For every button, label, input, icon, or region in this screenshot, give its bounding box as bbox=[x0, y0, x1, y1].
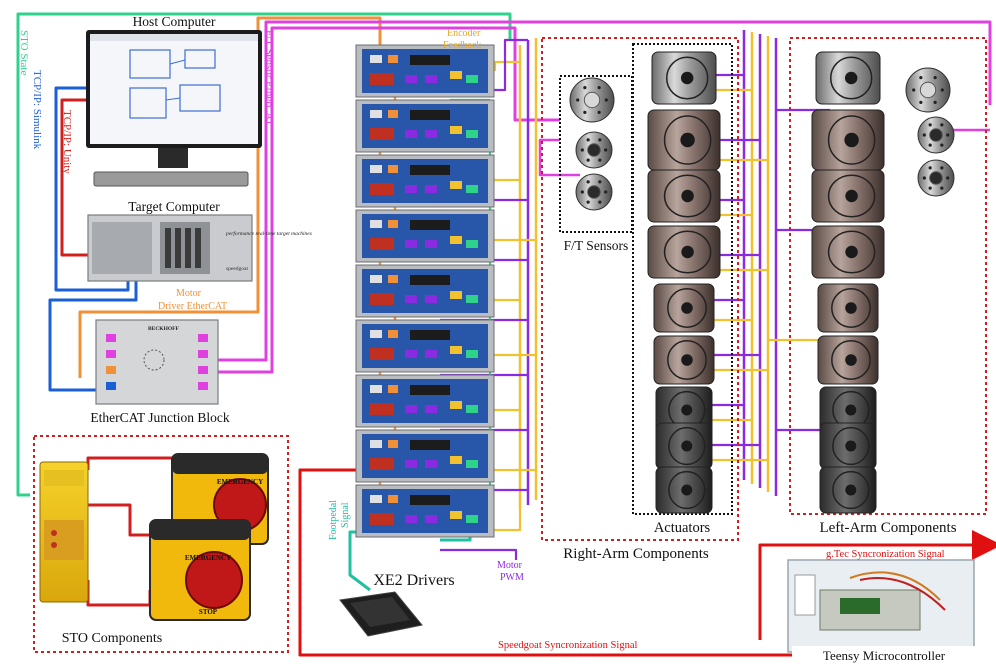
actuator bbox=[654, 336, 714, 384]
actuator bbox=[654, 284, 714, 332]
feedback-label: Feedback bbox=[443, 40, 481, 51]
actuator bbox=[818, 336, 878, 384]
xe2-drivers-label: XE2 Drivers bbox=[373, 572, 454, 589]
monitor-screen bbox=[90, 34, 258, 144]
xe2-driver-unit bbox=[356, 210, 494, 262]
encoder-label: Encoder bbox=[447, 28, 481, 39]
ft-sensor bbox=[918, 160, 954, 196]
actuator bbox=[812, 110, 884, 170]
xe2-driver-unit bbox=[356, 265, 494, 317]
sto-red-wire-2 bbox=[88, 505, 158, 535]
actuator bbox=[648, 110, 720, 170]
speedgoat-logo: speedgoat bbox=[226, 266, 248, 272]
actuator bbox=[656, 467, 712, 513]
sto-red-wire-3 bbox=[88, 580, 150, 605]
sto-components-label: STO Components bbox=[62, 631, 162, 646]
xe2-driver-unit bbox=[356, 320, 494, 372]
ft-sensors-left bbox=[906, 68, 954, 196]
ft-sensor bbox=[576, 132, 612, 168]
target-computer: performance real-time target machines sp… bbox=[88, 199, 312, 281]
xe2-driver-unit bbox=[356, 375, 494, 427]
keyboard bbox=[94, 172, 248, 186]
actuator bbox=[652, 52, 716, 104]
xe2-driver-unit bbox=[356, 485, 494, 537]
footpedal-signal-label: Signal bbox=[340, 502, 351, 528]
actuator bbox=[818, 284, 878, 332]
junction-box bbox=[96, 320, 218, 404]
host-computer: Host Computer bbox=[86, 14, 262, 186]
teensy-label: Teensy Microcontroller bbox=[823, 648, 946, 663]
motor-pwm-label: Motor bbox=[497, 560, 523, 571]
actuators-left bbox=[812, 52, 884, 513]
motor-driver-label: Motor bbox=[176, 288, 202, 299]
xe2-driver-unit bbox=[356, 45, 494, 97]
ft-ethercat-label: F/T Sensor EtherCAT bbox=[263, 30, 275, 126]
xe2-driver-unit bbox=[356, 100, 494, 152]
sto-state-label: STO State bbox=[18, 30, 30, 75]
actuator bbox=[812, 226, 884, 278]
ft-sensor bbox=[570, 78, 614, 122]
speedgoat-sync-label: Speedgoat Syncronization Signal bbox=[498, 640, 637, 651]
emergency-text-2: EMERGENCY bbox=[185, 554, 231, 562]
actuator bbox=[820, 423, 876, 469]
ethercat-junction-block: BECKHOFF EtherCAT Junction Block bbox=[90, 320, 229, 425]
actuator bbox=[816, 52, 880, 104]
ft-sensor bbox=[918, 117, 954, 153]
target-computer-label: Target Computer bbox=[128, 199, 220, 214]
xe2-drivers bbox=[356, 45, 494, 537]
left-arm-label: Left-Arm Components bbox=[819, 520, 956, 536]
actuator bbox=[648, 226, 720, 278]
actuator bbox=[656, 423, 712, 469]
tcp-unity-label: TCP/IP: Unity bbox=[61, 110, 73, 174]
actuator bbox=[812, 170, 884, 222]
target-brand-text: performance real-time target machines bbox=[225, 230, 312, 237]
host-computer-label: Host Computer bbox=[133, 14, 216, 29]
actuators-right bbox=[648, 52, 720, 513]
ft-sensor bbox=[906, 68, 950, 112]
actuator bbox=[648, 170, 720, 222]
emergency-text-1: EMERGENCY bbox=[217, 478, 263, 486]
beckhoff-logo: BECKHOFF bbox=[148, 326, 180, 332]
ft-sensors-right bbox=[570, 78, 614, 210]
ft-wire-right bbox=[540, 140, 580, 175]
ft-sensor bbox=[576, 174, 612, 210]
sto-red-wire-1 bbox=[88, 458, 180, 470]
footpedal-label: Footpedal bbox=[328, 500, 339, 540]
xe2-driver-unit bbox=[356, 430, 494, 482]
xe2-driver-unit bbox=[356, 155, 494, 207]
actuator bbox=[820, 467, 876, 513]
tcp-simulink-label: TCP/IP: Simulink bbox=[31, 70, 43, 150]
footpedal bbox=[340, 592, 422, 636]
teensy-microcontroller: Teensy Microcontroller bbox=[788, 560, 976, 664]
right-arm-label: Right-Arm Components bbox=[563, 546, 709, 562]
sto-components: EMERGENCY EMERGENCY STOP STO Components bbox=[34, 436, 288, 652]
ft-sensors-label: F/T Sensors bbox=[564, 238, 629, 253]
gtec-sync-label: g.Tec Syncronization Signal bbox=[826, 549, 945, 560]
ethercat-junction-label: EtherCAT Junction Block bbox=[90, 410, 229, 425]
actuators-label: Actuators bbox=[654, 520, 711, 536]
motor-pwm-label-2: PWM bbox=[500, 572, 524, 583]
driver-ethercat-label: Driver EtherCAT bbox=[158, 301, 227, 312]
monitor-stand bbox=[158, 148, 188, 168]
stop-text: STOP bbox=[199, 608, 218, 616]
